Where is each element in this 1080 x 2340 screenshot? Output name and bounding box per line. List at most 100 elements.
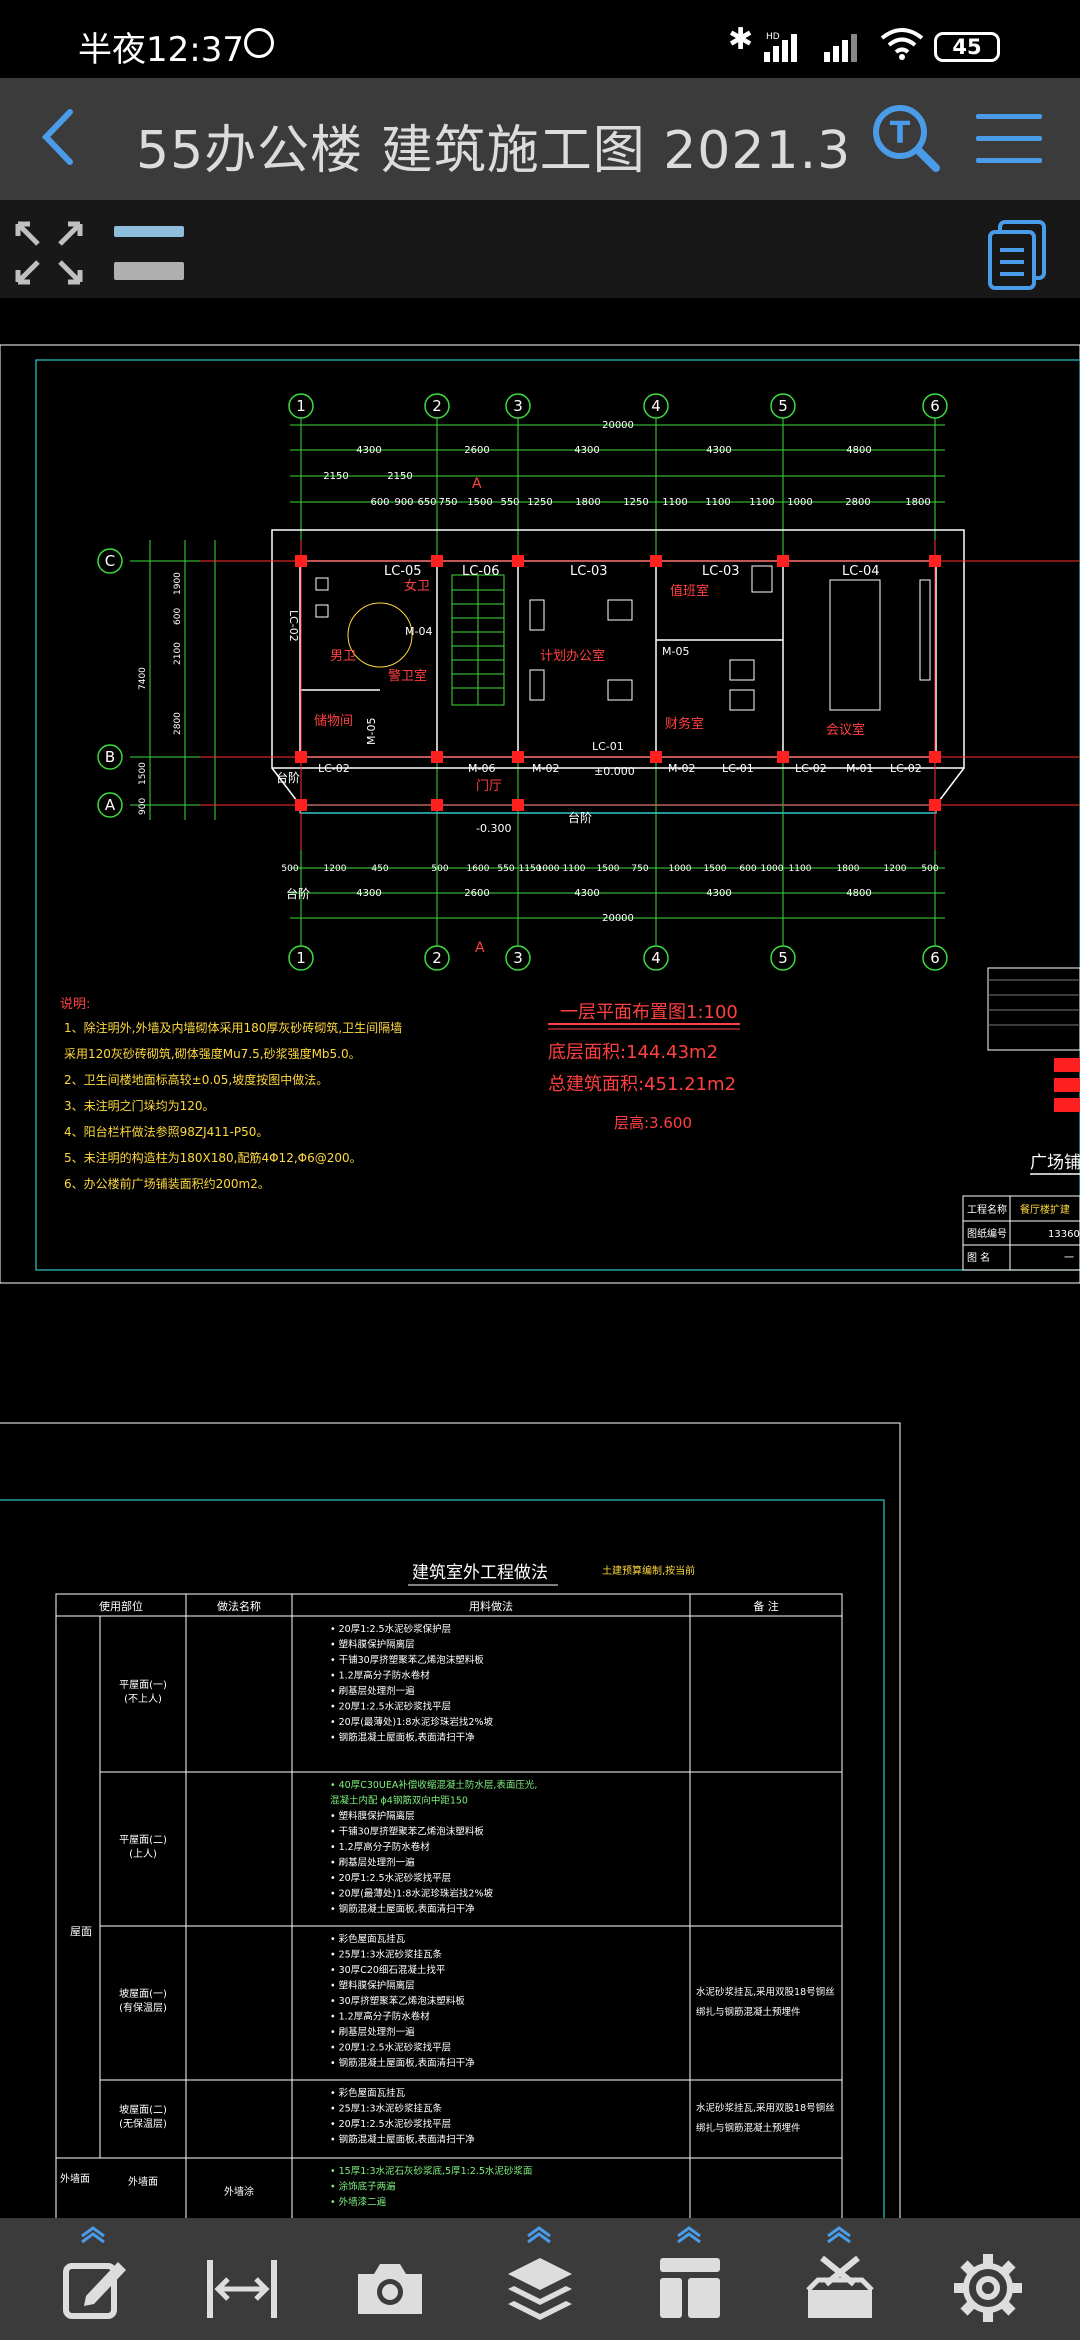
table-cell-line: • 20厚(最薄处)1:8水泥珍珠岩找2%坡 bbox=[330, 1888, 493, 1900]
steps-label-1: 台阶 bbox=[276, 770, 300, 785]
svg-text:2: 2 bbox=[432, 397, 442, 415]
table-cell-line: • 30厚挤塑聚苯乙烯泡沫塑料板 bbox=[330, 1995, 465, 2007]
table-cell-line: • 塑料膜保护隔离层 bbox=[330, 1980, 415, 1992]
svg-text:门厅: 门厅 bbox=[476, 779, 502, 794]
layer-swatch[interactable] bbox=[114, 262, 184, 280]
table-cell-line: • 外墙漆二遍 bbox=[330, 2196, 387, 2208]
svg-text:储物间: 储物间 bbox=[314, 714, 353, 729]
svg-text:M-01: M-01 bbox=[846, 762, 873, 775]
alarm-icon bbox=[244, 28, 274, 58]
svg-text:500: 500 bbox=[281, 864, 298, 874]
svg-text:2150: 2150 bbox=[323, 471, 348, 482]
tools-button[interactable] bbox=[780, 2218, 900, 2340]
fullscreen-icon[interactable] bbox=[14, 220, 84, 286]
stair bbox=[451, 574, 505, 706]
svg-text:1500: 1500 bbox=[138, 762, 148, 785]
structural-columns bbox=[295, 555, 941, 811]
svg-text:LC-01: LC-01 bbox=[592, 740, 624, 753]
table-cell-name: (上人) bbox=[129, 1848, 157, 1860]
svg-text:900: 900 bbox=[138, 798, 148, 815]
table-cell-line: 混凝土内配 ϕ4钢筋双向中距150 bbox=[330, 1795, 468, 1807]
svg-text:2600: 2600 bbox=[464, 445, 489, 456]
notes-title: 说明: bbox=[60, 997, 90, 1012]
svg-text:550: 550 bbox=[497, 864, 514, 874]
chevron-up-icon bbox=[527, 2226, 551, 2244]
svg-text:4300: 4300 bbox=[574, 445, 599, 456]
measure-icon bbox=[207, 2260, 277, 2318]
table-cell-line: • 20厚1:2.5水泥砂浆找平层 bbox=[330, 1701, 451, 1713]
svg-text:4: 4 bbox=[651, 949, 661, 967]
svg-text:做法名称: 做法名称 bbox=[217, 1599, 261, 1613]
back-icon[interactable] bbox=[30, 102, 90, 172]
svg-text:1250: 1250 bbox=[623, 497, 648, 508]
svg-text:2600: 2600 bbox=[464, 888, 489, 899]
svg-text:4800: 4800 bbox=[846, 445, 871, 456]
svg-text:1800: 1800 bbox=[905, 497, 930, 508]
drawing-canvas[interactable]: 图 名 12 34 56 12 34 56 CB A bbox=[0, 200, 1080, 2218]
dimension-texts-top: 20000 4300 2600 4300 4300 4800 2150 2150… bbox=[323, 420, 930, 924]
chevron-up-icon bbox=[81, 2226, 105, 2244]
table-rows: 平屋面(一)(不上人)• 20厚1:2.5水泥砂浆保护层• 塑料膜保护隔离层• … bbox=[119, 1623, 835, 2208]
svg-text:LC-02: LC-02 bbox=[318, 762, 350, 775]
edit-icon bbox=[63, 2262, 126, 2319]
table-cell-method: 外墙涂 bbox=[224, 2185, 254, 2198]
svg-text:1100: 1100 bbox=[789, 864, 812, 874]
svg-text:采用120灰砂砖砌筑,砌体强度Mu7.5,砂浆强度Mb5.0: 采用120灰砂砖砌筑,砌体强度Mu7.5,砂浆强度Mb5.0。 bbox=[64, 1046, 361, 1061]
svg-text:4300: 4300 bbox=[574, 888, 599, 899]
svg-text:2800: 2800 bbox=[845, 497, 870, 508]
measure-button[interactable] bbox=[182, 2218, 302, 2340]
table-cell-line: • 塑料膜保护隔离层 bbox=[330, 1639, 415, 1651]
svg-text:男卫: 男卫 bbox=[330, 649, 356, 664]
svg-text:图 名: 图 名 bbox=[967, 1251, 990, 1264]
svg-text:1600: 1600 bbox=[467, 864, 490, 874]
svg-text:4300: 4300 bbox=[706, 445, 731, 456]
plan-title: 一层平面布置图1:100 bbox=[560, 1002, 738, 1023]
door-labels: M-06 M-02 M-02 LC-01 LC-02 M-01 LC-02 LC… bbox=[287, 610, 922, 775]
svg-text:B: B bbox=[105, 748, 115, 766]
svg-text:M-04: M-04 bbox=[405, 625, 432, 638]
menu-icon[interactable] bbox=[976, 112, 1042, 164]
layers-button[interactable] bbox=[480, 2218, 600, 2340]
svg-text:450: 450 bbox=[371, 864, 388, 874]
svg-text:1: 1 bbox=[296, 949, 306, 967]
camera-button[interactable] bbox=[330, 2218, 450, 2340]
svg-text:LC-05: LC-05 bbox=[384, 564, 422, 579]
svg-text:备 注: 备 注 bbox=[753, 1599, 779, 1613]
svg-text:4300: 4300 bbox=[356, 445, 381, 456]
steps-label-3: 台阶 bbox=[286, 886, 310, 901]
svg-text:750: 750 bbox=[631, 864, 648, 874]
svg-text:600: 600 bbox=[739, 864, 756, 874]
svg-text:A: A bbox=[105, 796, 116, 814]
table-cell-line: • 钢筋混凝土屋面板,表面清扫干净 bbox=[330, 2057, 475, 2069]
svg-text:1150: 1150 bbox=[519, 864, 542, 874]
svg-text:女卫: 女卫 bbox=[404, 578, 430, 594]
table-cell-note: 水泥砂浆挂瓦,采用双股18号铜丝 bbox=[696, 2102, 835, 2114]
camera-icon bbox=[358, 2264, 422, 2314]
edit-button[interactable] bbox=[34, 2218, 154, 2340]
settings-button[interactable] bbox=[928, 2218, 1048, 2340]
bottom-toolbar bbox=[0, 2218, 1080, 2340]
text-search-icon[interactable]: T bbox=[870, 102, 942, 174]
chevron-up-icon bbox=[677, 2226, 701, 2244]
table-cell-line: • 20厚1:2.5水泥砂浆找平层 bbox=[330, 1872, 451, 1884]
layer-swatch-active[interactable] bbox=[114, 226, 184, 237]
svg-text:2100: 2100 bbox=[173, 642, 183, 665]
left-dimension-texts: 1900 600 2100 2800 7400 1500 900 bbox=[138, 572, 183, 815]
table-cell-line: • 彩色屋面瓦挂瓦 bbox=[330, 1933, 406, 1945]
chevron-up-icon bbox=[827, 2226, 851, 2244]
svg-text:C: C bbox=[105, 552, 115, 570]
layers-icon bbox=[508, 2258, 572, 2320]
clock: 半夜12:37 bbox=[78, 30, 244, 70]
table-cell-name: 坡屋面(二) bbox=[119, 2103, 167, 2116]
svg-text:M-02: M-02 bbox=[668, 762, 695, 775]
document-list-icon[interactable] bbox=[986, 218, 1048, 290]
svg-text:3: 3 bbox=[513, 397, 523, 415]
svg-text:1000: 1000 bbox=[669, 864, 692, 874]
red-axis-lines bbox=[200, 540, 1080, 850]
svg-text:LC-02: LC-02 bbox=[890, 762, 922, 775]
table-cell-line: • 20厚(最薄处)1:8水泥珍珠岩找2%坡 bbox=[330, 1716, 493, 1728]
layout-button[interactable] bbox=[630, 2218, 750, 2340]
table-cell-name: 平屋面(二) bbox=[119, 1834, 167, 1846]
gear-icon bbox=[954, 2254, 1022, 2322]
